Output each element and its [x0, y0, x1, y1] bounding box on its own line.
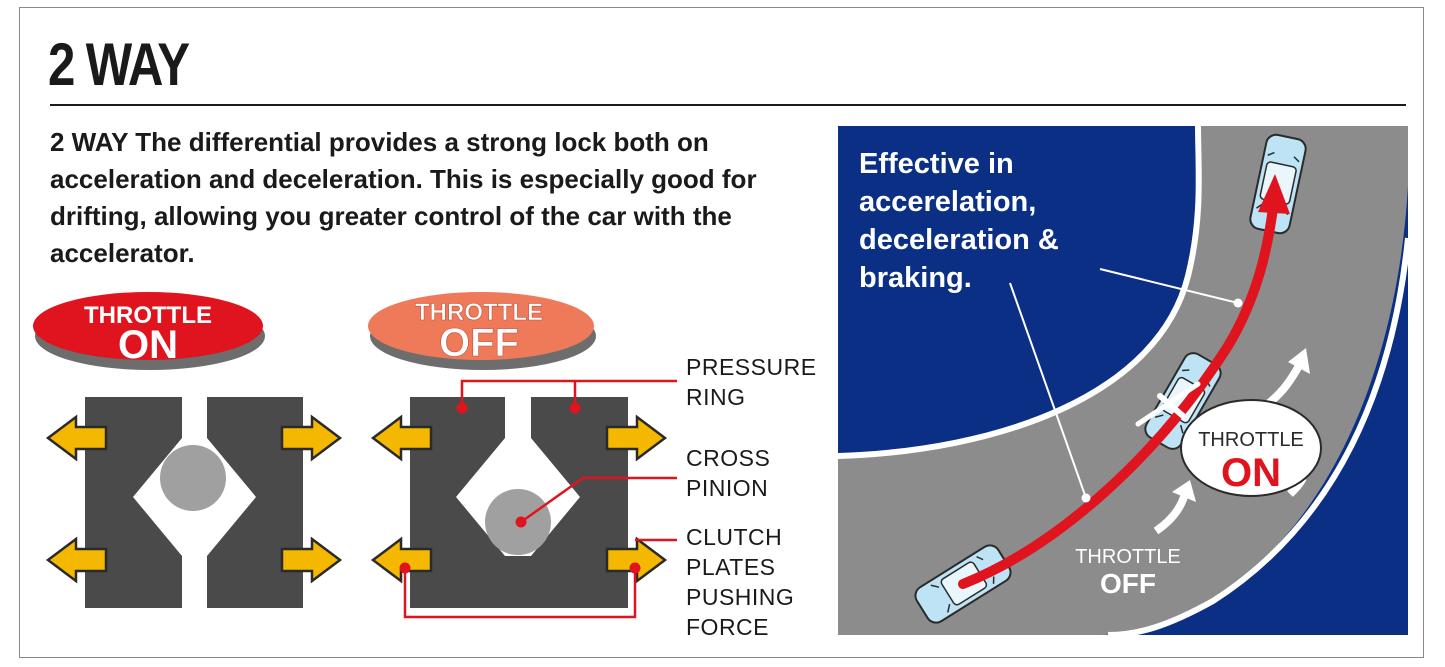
left-pressure-plate: [85, 397, 182, 608]
differential-off: [371, 397, 667, 608]
effective-line-2: accerelation,: [859, 186, 1036, 218]
road-throttle-on-top: THROTTLE: [1198, 429, 1304, 451]
throttle-off-badge: THROTTLE OFF: [368, 292, 596, 370]
differential-on: [46, 397, 342, 608]
title-divider: [50, 104, 1406, 106]
effective-line-3: deceleration &: [859, 224, 1059, 256]
leader-lines: [403, 379, 677, 619]
throttle-on-badge: THROTTLE ON: [33, 292, 265, 370]
road-throttle-on-bubble: THROTTLE ON: [1180, 399, 1322, 497]
effective-line-1: Effective in: [859, 148, 1014, 180]
cross-pinion: [160, 445, 226, 511]
left-pressure-plate: [410, 397, 505, 608]
diagram-frame: [19, 7, 1424, 658]
throttle-on-badge-bottom: ON: [118, 323, 178, 367]
effective-line-4: braking.: [859, 262, 972, 294]
page-title: 2 WAY: [48, 31, 190, 98]
right-pressure-plate: [207, 397, 303, 608]
description-text: 2 WAY The differential provides a strong…: [50, 127, 757, 268]
throttle-off-badge-top: THROTTLE: [415, 299, 543, 326]
differential-diagrams: THROTTLE ON THROTTLE OFF: [33, 292, 677, 619]
road-throttle-off-bottom: OFF: [1100, 568, 1156, 599]
throttle-off-badge-bottom: OFF: [439, 321, 519, 365]
road-panel: Effective in accerelation, deceleration …: [838, 126, 1408, 635]
trajectory-arrow: [958, 203, 1278, 589]
throttle-on-badge-top: THROTTLE: [84, 302, 212, 329]
road-throttle-on-bottom: ON: [1221, 451, 1281, 495]
right-pressure-plate: [531, 397, 628, 608]
road-throttle-off-top: THROTTLE: [1075, 546, 1181, 568]
